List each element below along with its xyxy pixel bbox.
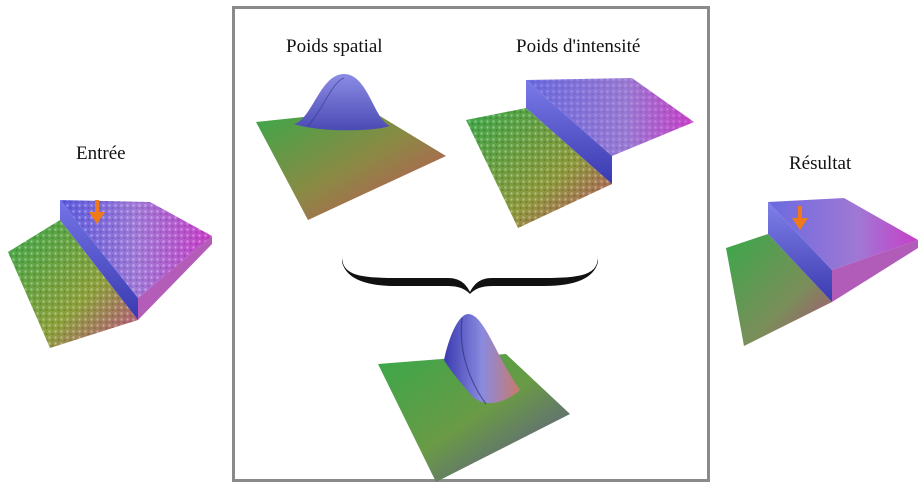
- spatial-weight-surface: [256, 74, 446, 220]
- combined-weight-surface: [378, 314, 570, 482]
- weights-frame: [232, 6, 710, 482]
- input-arrow-icon: [89, 200, 105, 224]
- intensity-weight-surface: [466, 78, 694, 228]
- input-label: Entrée: [76, 143, 126, 164]
- result-surface: [726, 198, 918, 346]
- result-arrow-icon: [792, 206, 808, 230]
- intensity-weight-label: Poids d'intensité: [516, 36, 641, 57]
- result-label: Résultat: [789, 153, 852, 174]
- input-surface: [8, 200, 212, 348]
- brace-icon: [342, 256, 598, 294]
- spatial-weight-label: Poids spatial: [286, 36, 383, 57]
